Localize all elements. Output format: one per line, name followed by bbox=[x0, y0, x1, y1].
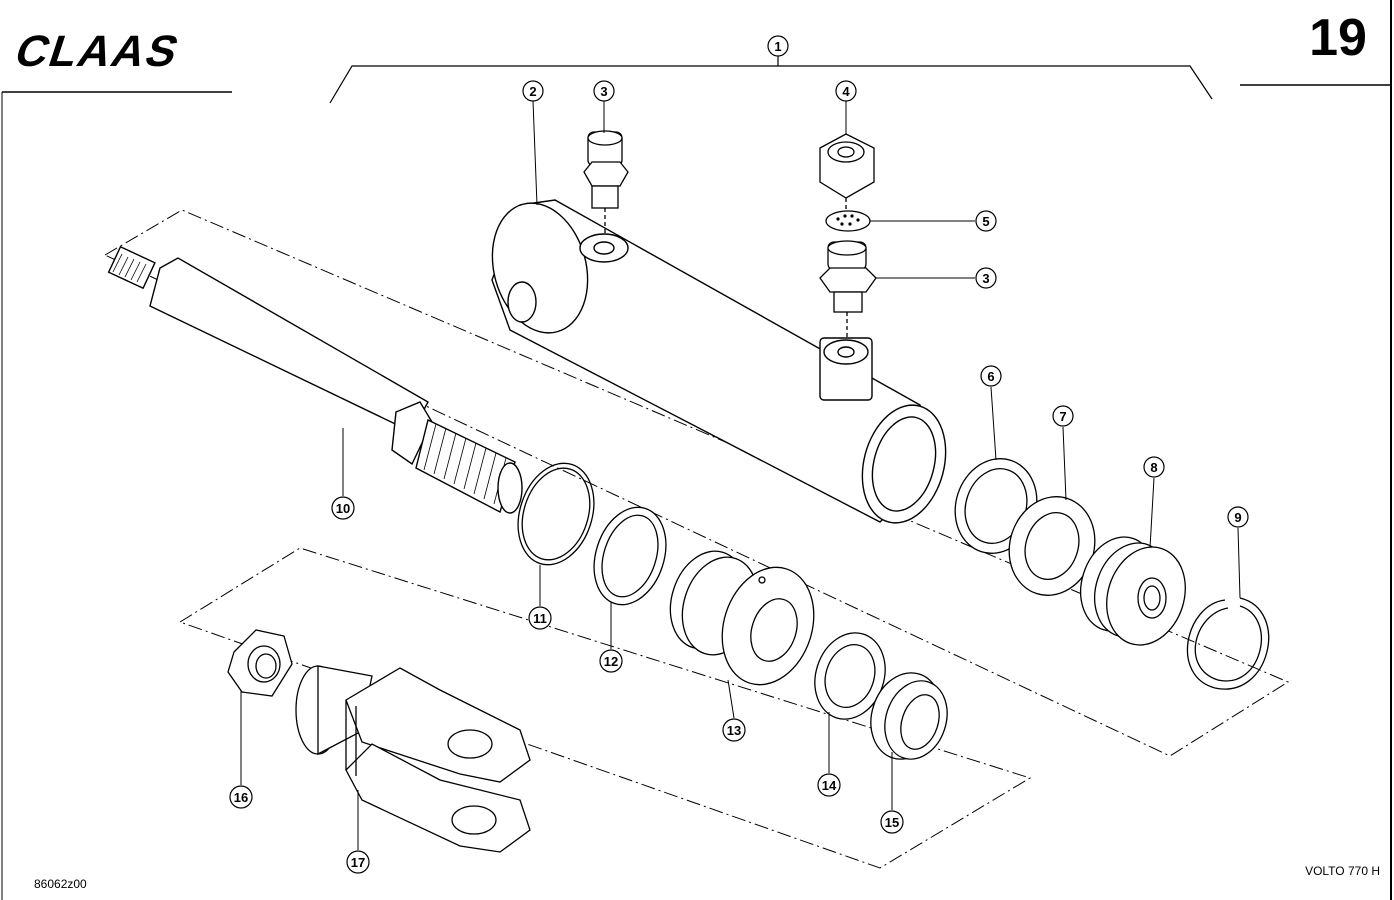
svg-text:1: 1 bbox=[774, 39, 781, 54]
ring-7 bbox=[1008, 496, 1096, 596]
seal-11 bbox=[517, 462, 595, 566]
svg-text:14: 14 bbox=[822, 778, 837, 793]
nut-4 bbox=[819, 133, 875, 210]
callout-11: 11 bbox=[528, 606, 552, 630]
callout-1: 1 bbox=[767, 35, 789, 57]
callout-15: 15 bbox=[880, 810, 904, 834]
drawing-code: 86062z00 bbox=[34, 877, 87, 891]
nut-16 bbox=[227, 629, 293, 697]
svg-text:11: 11 bbox=[533, 611, 547, 626]
filter-disc-5 bbox=[825, 210, 975, 232]
callouts: 1 2 3 4 5 3 6 7 8 9 10 11 12 13 14 15 16… bbox=[229, 35, 1249, 874]
svg-text:17: 17 bbox=[351, 855, 365, 870]
piston-rod bbox=[107, 245, 523, 514]
callout-6: 6 bbox=[980, 365, 1002, 387]
callout-4: 4 bbox=[835, 80, 857, 102]
callout-17: 17 bbox=[346, 850, 370, 874]
callout-3-upper: 3 bbox=[593, 80, 615, 102]
guide-ring-12 bbox=[593, 506, 667, 606]
clevis-17 bbox=[295, 665, 531, 853]
svg-text:15: 15 bbox=[885, 815, 899, 830]
svg-text:CLAAS: CLAAS bbox=[9, 26, 187, 76]
callout-12: 12 bbox=[599, 649, 623, 673]
circlip-9 bbox=[1186, 597, 1270, 690]
callout-8: 8 bbox=[1143, 456, 1165, 478]
svg-text:3: 3 bbox=[600, 84, 607, 99]
svg-text:12: 12 bbox=[604, 654, 618, 669]
callout-10: 10 bbox=[331, 496, 355, 520]
wiper-14 bbox=[814, 632, 886, 720]
svg-text:5: 5 bbox=[982, 214, 989, 229]
callout-9: 9 bbox=[1227, 506, 1249, 528]
callout-5: 5 bbox=[975, 210, 997, 232]
cylinder-head-13 bbox=[669, 550, 815, 686]
assembly-axis-lines bbox=[104, 209, 1290, 869]
callout-3-lower: 3 bbox=[975, 267, 997, 289]
svg-text:13: 13 bbox=[727, 723, 741, 738]
svg-text:2: 2 bbox=[529, 84, 536, 99]
svg-text:7: 7 bbox=[1059, 409, 1066, 424]
claas-logo: CLAAS bbox=[9, 26, 187, 76]
svg-text:10: 10 bbox=[336, 501, 350, 516]
cylinder-barrel bbox=[491, 199, 947, 524]
callout-14: 14 bbox=[817, 773, 841, 797]
piston-8 bbox=[1080, 536, 1186, 646]
page-number: 19 bbox=[1309, 9, 1367, 67]
model-label: VOLTO 770 H bbox=[1305, 864, 1380, 878]
callout-16: 16 bbox=[229, 785, 253, 809]
callout-7: 7 bbox=[1052, 405, 1074, 427]
callout-2: 2 bbox=[522, 80, 544, 102]
callout-13: 13 bbox=[722, 718, 746, 742]
svg-text:6: 6 bbox=[987, 369, 994, 384]
fitting-3-upper bbox=[583, 130, 629, 235]
svg-text:4: 4 bbox=[842, 84, 850, 99]
svg-text:9: 9 bbox=[1234, 510, 1241, 525]
fitting-3-lower bbox=[819, 240, 975, 338]
svg-text:3: 3 bbox=[982, 271, 989, 286]
assembly-bracket bbox=[329, 56, 1213, 104]
leader-lines bbox=[240, 100, 1241, 850]
svg-text:16: 16 bbox=[234, 790, 248, 805]
svg-text:8: 8 bbox=[1150, 460, 1157, 475]
